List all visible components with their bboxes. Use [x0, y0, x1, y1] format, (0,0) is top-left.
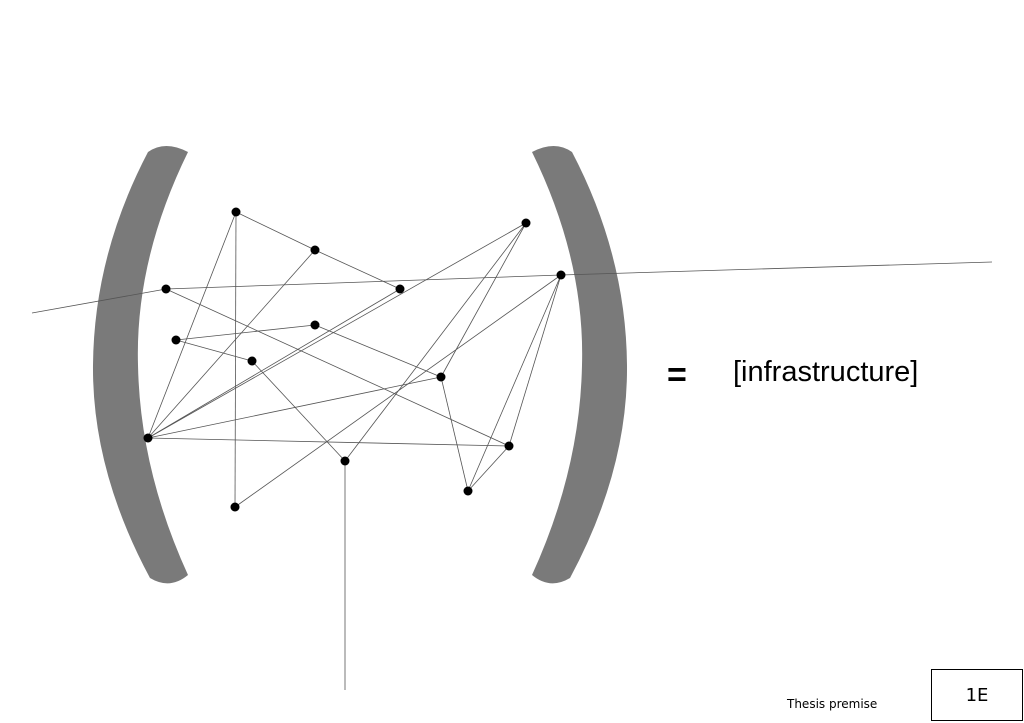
- node-L: [340, 456, 350, 466]
- edge-F-M: [165, 288, 510, 447]
- edge-J-N: [440, 376, 469, 492]
- edge-B-K: [147, 249, 316, 439]
- edge-G-I: [175, 339, 253, 362]
- edge-A-O: [234, 211, 237, 508]
- equals-sign: =: [667, 356, 687, 394]
- edge-H-J: [314, 324, 442, 378]
- edge-D-L: [344, 222, 527, 462]
- extension-line-right: [560, 261, 993, 276]
- node-G: [171, 335, 181, 345]
- edge-A-K: [147, 211, 237, 439]
- edge-D-J: [440, 222, 527, 378]
- node-M: [504, 441, 514, 451]
- edge-C-K: [147, 288, 401, 439]
- edge-F-E: [165, 274, 562, 290]
- edge-E-M: [508, 274, 562, 447]
- edge-J-K: [147, 376, 442, 439]
- page-label-box: 1E: [931, 669, 1023, 721]
- edge-N-M: [467, 445, 510, 492]
- node-N: [463, 486, 473, 496]
- edge-D-K: [147, 222, 527, 439]
- node-H: [310, 320, 320, 330]
- node-B: [310, 245, 320, 255]
- infrastructure-term: [infrastructure]: [733, 356, 919, 388]
- node-O: [230, 502, 240, 512]
- extension-line-left: [31, 288, 167, 314]
- left-parenthesis: [92, 146, 188, 584]
- node-A: [231, 207, 241, 217]
- page-label: 1E: [965, 684, 989, 706]
- node-K: [143, 433, 153, 443]
- node-F: [161, 284, 171, 294]
- edge-E-O: [234, 274, 562, 508]
- edge-K-M: [147, 437, 510, 447]
- node-E: [556, 270, 566, 280]
- edge-G-H: [175, 324, 316, 341]
- edge-A-B: [235, 211, 316, 251]
- node-J: [436, 372, 446, 382]
- edge-E-N: [467, 274, 562, 492]
- node-I: [247, 356, 257, 366]
- caption: Thesis premise: [787, 697, 878, 711]
- edge-I-L: [251, 360, 346, 462]
- right-parenthesis: [532, 146, 628, 584]
- node-D: [521, 218, 531, 228]
- node-C: [395, 284, 405, 294]
- edge-B-C: [314, 249, 401, 290]
